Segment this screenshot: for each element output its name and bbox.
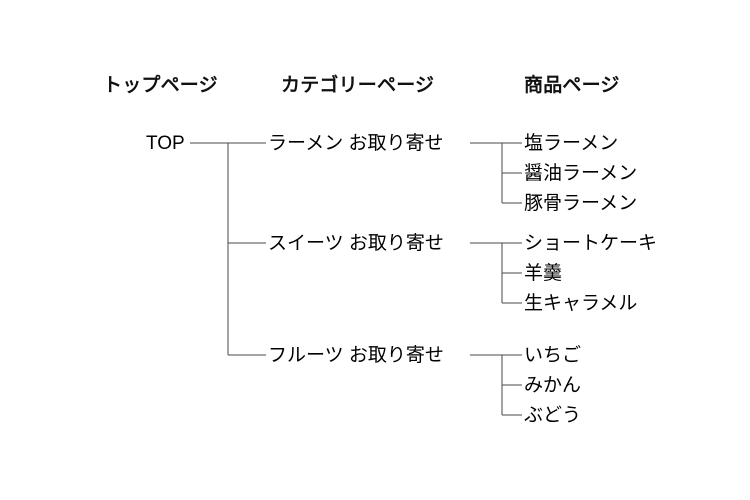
column-header-top-page: トップページ [103, 75, 218, 96]
node-category-ramen[interactable]: ラーメン お取り寄せ [268, 133, 444, 154]
node-product-shortcake[interactable]: ショートケーキ [524, 233, 658, 254]
node-product-yokan[interactable]: 羊羹 [524, 263, 563, 284]
node-product-nama-caramel[interactable]: 生キャラメル [524, 293, 638, 314]
column-header-product-page: 商品ページ [524, 75, 620, 96]
column-header-category-page: カテゴリーページ [281, 75, 435, 96]
node-category-sweets[interactable]: スイーツ お取り寄せ [268, 233, 444, 254]
node-product-mikan[interactable]: みかん [524, 375, 582, 396]
node-product-shio-ramen[interactable]: 塩ラーメン [524, 133, 619, 154]
node-product-ichigo[interactable]: いちご [524, 345, 582, 366]
node-product-tonkotsu-ramen[interactable]: 豚骨ラーメン [524, 193, 638, 214]
node-category-fruits[interactable]: フルーツ お取り寄せ [268, 345, 444, 366]
node-product-shoyu-ramen[interactable]: 醤油ラーメン [524, 163, 638, 184]
node-root-top[interactable]: TOP [146, 133, 185, 154]
node-product-budou[interactable]: ぶどう [524, 405, 582, 426]
